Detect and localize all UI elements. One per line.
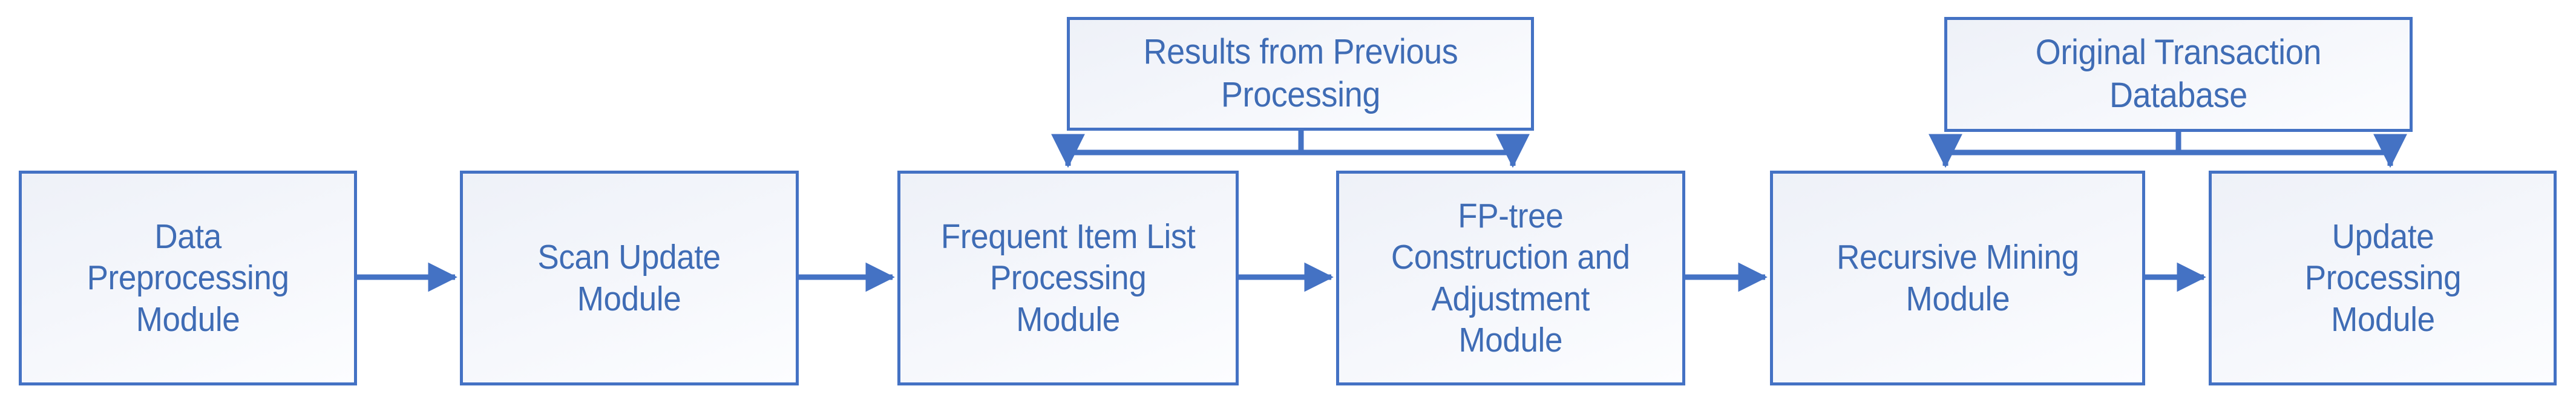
fork-results-from-previous-processing	[1051, 128, 1530, 168]
box-label-frequent-item-list-processing-module: Frequent Item List Processing Module	[940, 217, 1196, 339]
box-label-original-transaction-database: Original Transaction Database	[2035, 33, 2322, 115]
box-label-results-from-previous-processing: Results from Previous Processing	[1143, 32, 1458, 114]
box-label-fp-tree-construction-and-adjustment-module: FP-tree Construction and Adjustment Modu…	[1391, 196, 1630, 359]
box-fp-tree-construction-and-adjustment-module[interactable]: FP-tree Construction and Adjustment Modu…	[1336, 171, 1685, 385]
box-label-recursive-mining-module: Recursive Mining Module	[1836, 238, 2079, 318]
box-frequent-item-list-processing-module[interactable]: Frequent Item List Processing Module	[897, 171, 1239, 385]
box-label-update-processing-module: Update Processing Module	[2304, 217, 2461, 339]
box-update-processing-module[interactable]: Update Processing Module	[2209, 171, 2557, 385]
box-scan-update-module[interactable]: Scan Update Module	[460, 171, 799, 385]
box-label-scan-update-module: Scan Update Module	[537, 238, 721, 318]
box-data-preprocessing-module[interactable]: Data Preprocessing Module	[19, 171, 357, 385]
box-original-transaction-database[interactable]: Original Transaction Database	[1944, 17, 2413, 132]
fork-original-transaction-database	[1929, 129, 2407, 168]
box-recursive-mining-module[interactable]: Recursive Mining Module	[1770, 171, 2145, 385]
box-results-from-previous-processing[interactable]: Results from Previous Processing	[1067, 17, 1534, 131]
box-label-data-preprocessing-module: Data Preprocessing Module	[87, 217, 289, 339]
